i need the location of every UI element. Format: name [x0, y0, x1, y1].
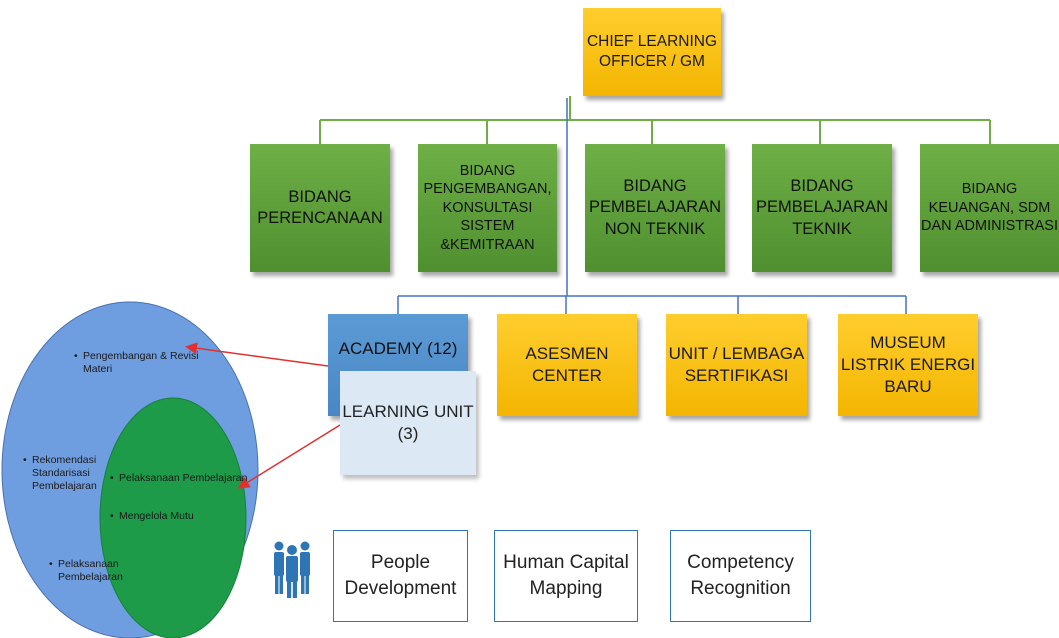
learning-unit-box: LEARNING UNIT (3): [340, 371, 476, 475]
pillar-people-development: People Development: [333, 530, 468, 622]
outer-item-pelaksanaan: •Pelaksanaan Pembelajaran: [49, 558, 123, 584]
outer-item-rekomendasi: •Rekomendasi Standarisasi Pembelajaran: [23, 454, 97, 493]
inner-circle: [99, 397, 247, 638]
asesmen-center-box: ASESMEN CENTER: [497, 314, 637, 416]
inner-item-pelaksanaan: •Pelaksanaan Pembelajaran: [110, 472, 248, 484]
bidang-pembelajaran-teknik-box: BIDANG PEMBELAJARAN TEKNIK: [752, 144, 892, 272]
museum-listrik-box: MUSEUM LISTRIK ENERGI BARU: [838, 314, 978, 416]
chief-learning-officer-box: CHIEF LEARNING OFFICER / GM: [583, 8, 721, 96]
people-group-icon: [274, 541, 310, 598]
arrow-academy: [185, 342, 329, 367]
bidang-perencanaan-box: BIDANG PERENCANAAN: [250, 144, 390, 272]
outer-item-pengembangan: •Pengembangan & Revisi Materi: [74, 350, 199, 376]
inner-item-mengelola: •Mengelola Mutu: [110, 510, 194, 522]
pillar-human-capital-mapping: Human Capital Mapping: [494, 530, 638, 622]
unit-lembaga-sertifikasi-box: UNIT / LEMBAGA SERTIFIKASI: [666, 314, 807, 416]
bidang-keuangan-box: BIDANG KEUANGAN, SDM DAN ADMINISTRASI: [920, 144, 1059, 272]
pillar-competency-recognition: Competency Recognition: [670, 530, 811, 622]
arrow-learning-unit: [237, 424, 341, 489]
bidang-pengembangan-box: BIDANG PENGEMBANGAN, KONSULTASI SISTEM &…: [418, 144, 557, 272]
bidang-pembelajaran-non-teknik-box: BIDANG PEMBELAJARAN NON TEKNIK: [585, 144, 725, 272]
